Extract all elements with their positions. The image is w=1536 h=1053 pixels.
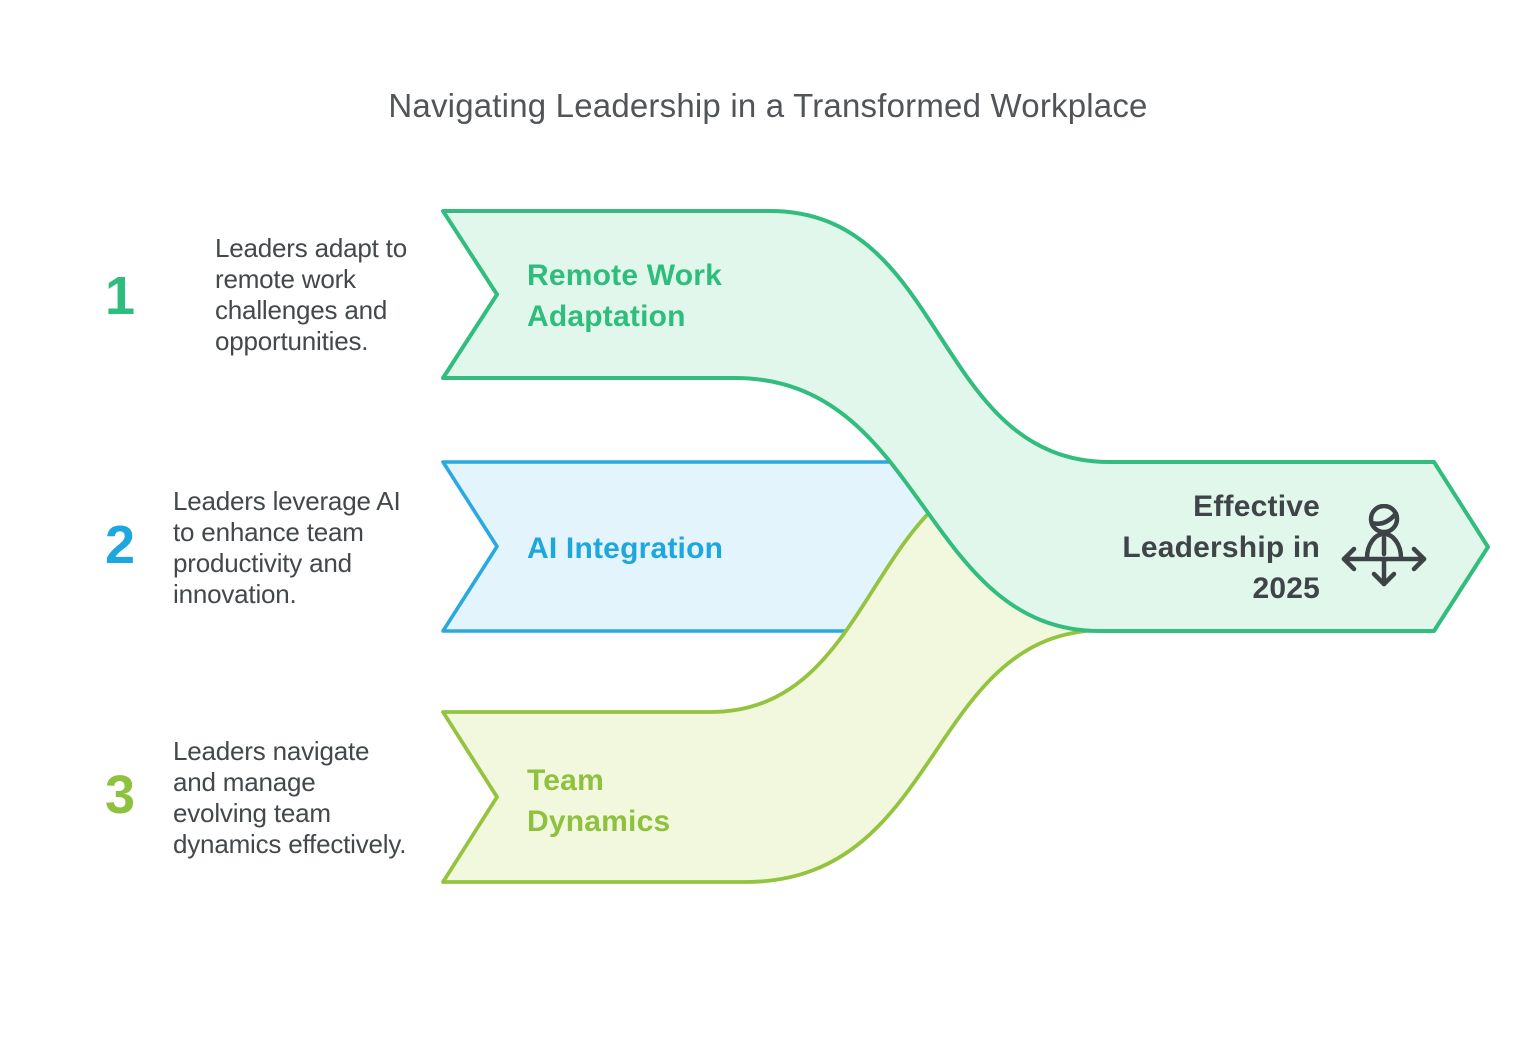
step-item-2: 2	[92, 515, 148, 575]
band-label-remote-work: Remote Work Adaptation	[527, 259, 723, 333]
step-description-3: Leaders navigate and manage evolving tea…	[173, 736, 407, 859]
person-direction-arrows-icon	[1341, 504, 1427, 590]
band-label-ai-integration: AI Integration	[527, 532, 724, 565]
arrowhead-down	[1371, 571, 1397, 587]
outcome-label: Effective Leadership in 2025	[1122, 490, 1320, 605]
step-number-1: 1	[104, 266, 136, 326]
person-head-detail	[1370, 511, 1399, 526]
step-number-3: 3	[104, 765, 136, 825]
step-item-1: 1	[92, 266, 148, 326]
band-label-team-dynamics: Team Dynamics	[527, 764, 671, 838]
step-description-2: Leaders leverage AI to enhance team prod…	[173, 486, 401, 609]
step-item-3: 3	[92, 765, 148, 825]
person-shoulders	[1364, 531, 1404, 561]
arrowhead-left	[1341, 546, 1357, 572]
page-title: Navigating Leadership in a Transformed W…	[388, 87, 1148, 124]
arrowhead-right	[1411, 546, 1427, 572]
step-number-2: 2	[104, 515, 136, 575]
step-description-1: Leaders adapt to remote work challenges …	[215, 233, 407, 356]
remote-work-outcome-arrow-shape	[441, 209, 1490, 633]
